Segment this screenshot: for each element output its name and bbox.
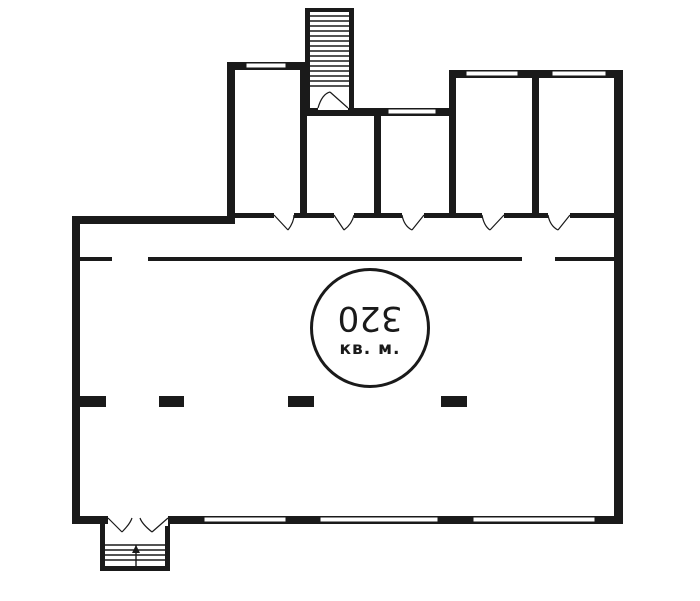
wall-room4-right xyxy=(532,70,539,218)
partition-3 xyxy=(555,257,614,261)
wall-room1-left xyxy=(227,62,235,224)
top-stair-left xyxy=(305,8,310,108)
wall-room-fronts xyxy=(227,213,623,218)
windows xyxy=(203,62,607,523)
column xyxy=(441,396,467,407)
entrance-stair-left xyxy=(100,516,105,571)
wall-top-left xyxy=(72,216,234,224)
entrance-stair-bottom xyxy=(100,566,170,571)
wall-left xyxy=(72,216,80,524)
wall-room1-right xyxy=(300,62,307,217)
entrance-stair-right xyxy=(165,516,170,571)
partition-2 xyxy=(148,257,522,261)
top-staircase-treads xyxy=(310,15,349,87)
area-value: 320 xyxy=(337,298,403,338)
wall-room4-left xyxy=(449,70,456,218)
column xyxy=(288,396,314,407)
top-stair-right xyxy=(349,8,354,108)
entrance-arrow-icon xyxy=(132,545,140,553)
doors xyxy=(107,91,571,533)
area-unit: кв. м. xyxy=(339,339,401,359)
wall-right xyxy=(614,70,623,524)
partition-1 xyxy=(80,257,112,261)
top-stair-top xyxy=(305,8,354,12)
area-label: 320 кв. м. xyxy=(310,268,430,388)
column xyxy=(159,396,184,407)
column xyxy=(80,396,106,407)
wall-room2-right xyxy=(374,108,381,218)
